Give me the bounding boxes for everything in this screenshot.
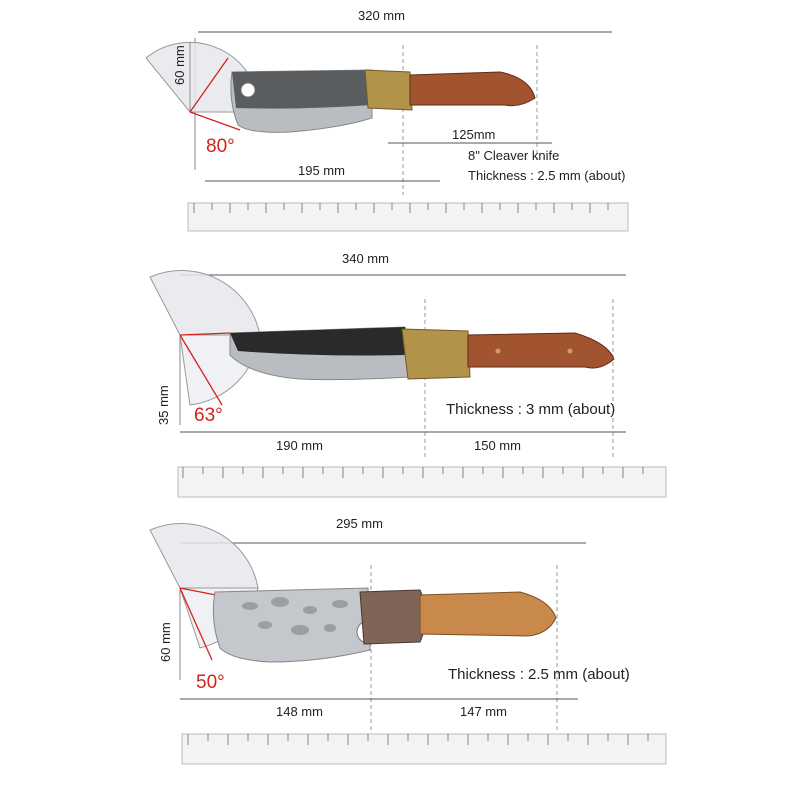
overall-length-label: 295 mm (336, 516, 383, 531)
handle-length-label: 150 mm (474, 438, 521, 453)
blade-length-label: 190 mm (276, 438, 323, 453)
handle-length-label: 125mm (452, 127, 496, 142)
thickness-label: Thickness : 2.5 mm (about) (468, 168, 626, 183)
knife-3-panel: 295 mm 60 mm 50° Thickness : 2.5 mm (abo… (0, 510, 800, 800)
knife-3-drawing (149, 523, 667, 765)
blade-width-label: 35 mm (156, 385, 171, 425)
overall-length-label: 320 mm (358, 8, 405, 23)
blade-length-label: 148 mm (276, 704, 323, 719)
thickness-label: Thickness : 2.5 mm (about) (448, 666, 630, 683)
knife-1-panel: 320 mm 60 mm 80° 125mm 8" Cleaver knife … (0, 0, 800, 260)
knife-2-drawing (149, 270, 667, 498)
knife-2-panel: 340 mm 35 mm 63° Thickness : 3 mm (about… (0, 251, 800, 515)
angle-label: 63° (194, 405, 223, 426)
knife-name-label: 8" Cleaver knife (468, 148, 560, 163)
thickness-label: Thickness : 3 mm (about) (446, 401, 616, 418)
knife-1-drawing (145, 31, 612, 195)
blade-length-label: 195 mm (298, 163, 345, 178)
ruler-1 (187, 202, 629, 232)
blade-width-label: 60 mm (158, 622, 173, 662)
angle-label: 80° (206, 136, 235, 157)
overall-length-label: 340 mm (342, 251, 389, 266)
angle-label: 50° (196, 672, 225, 693)
handle-length-label: 147 mm (460, 704, 507, 719)
